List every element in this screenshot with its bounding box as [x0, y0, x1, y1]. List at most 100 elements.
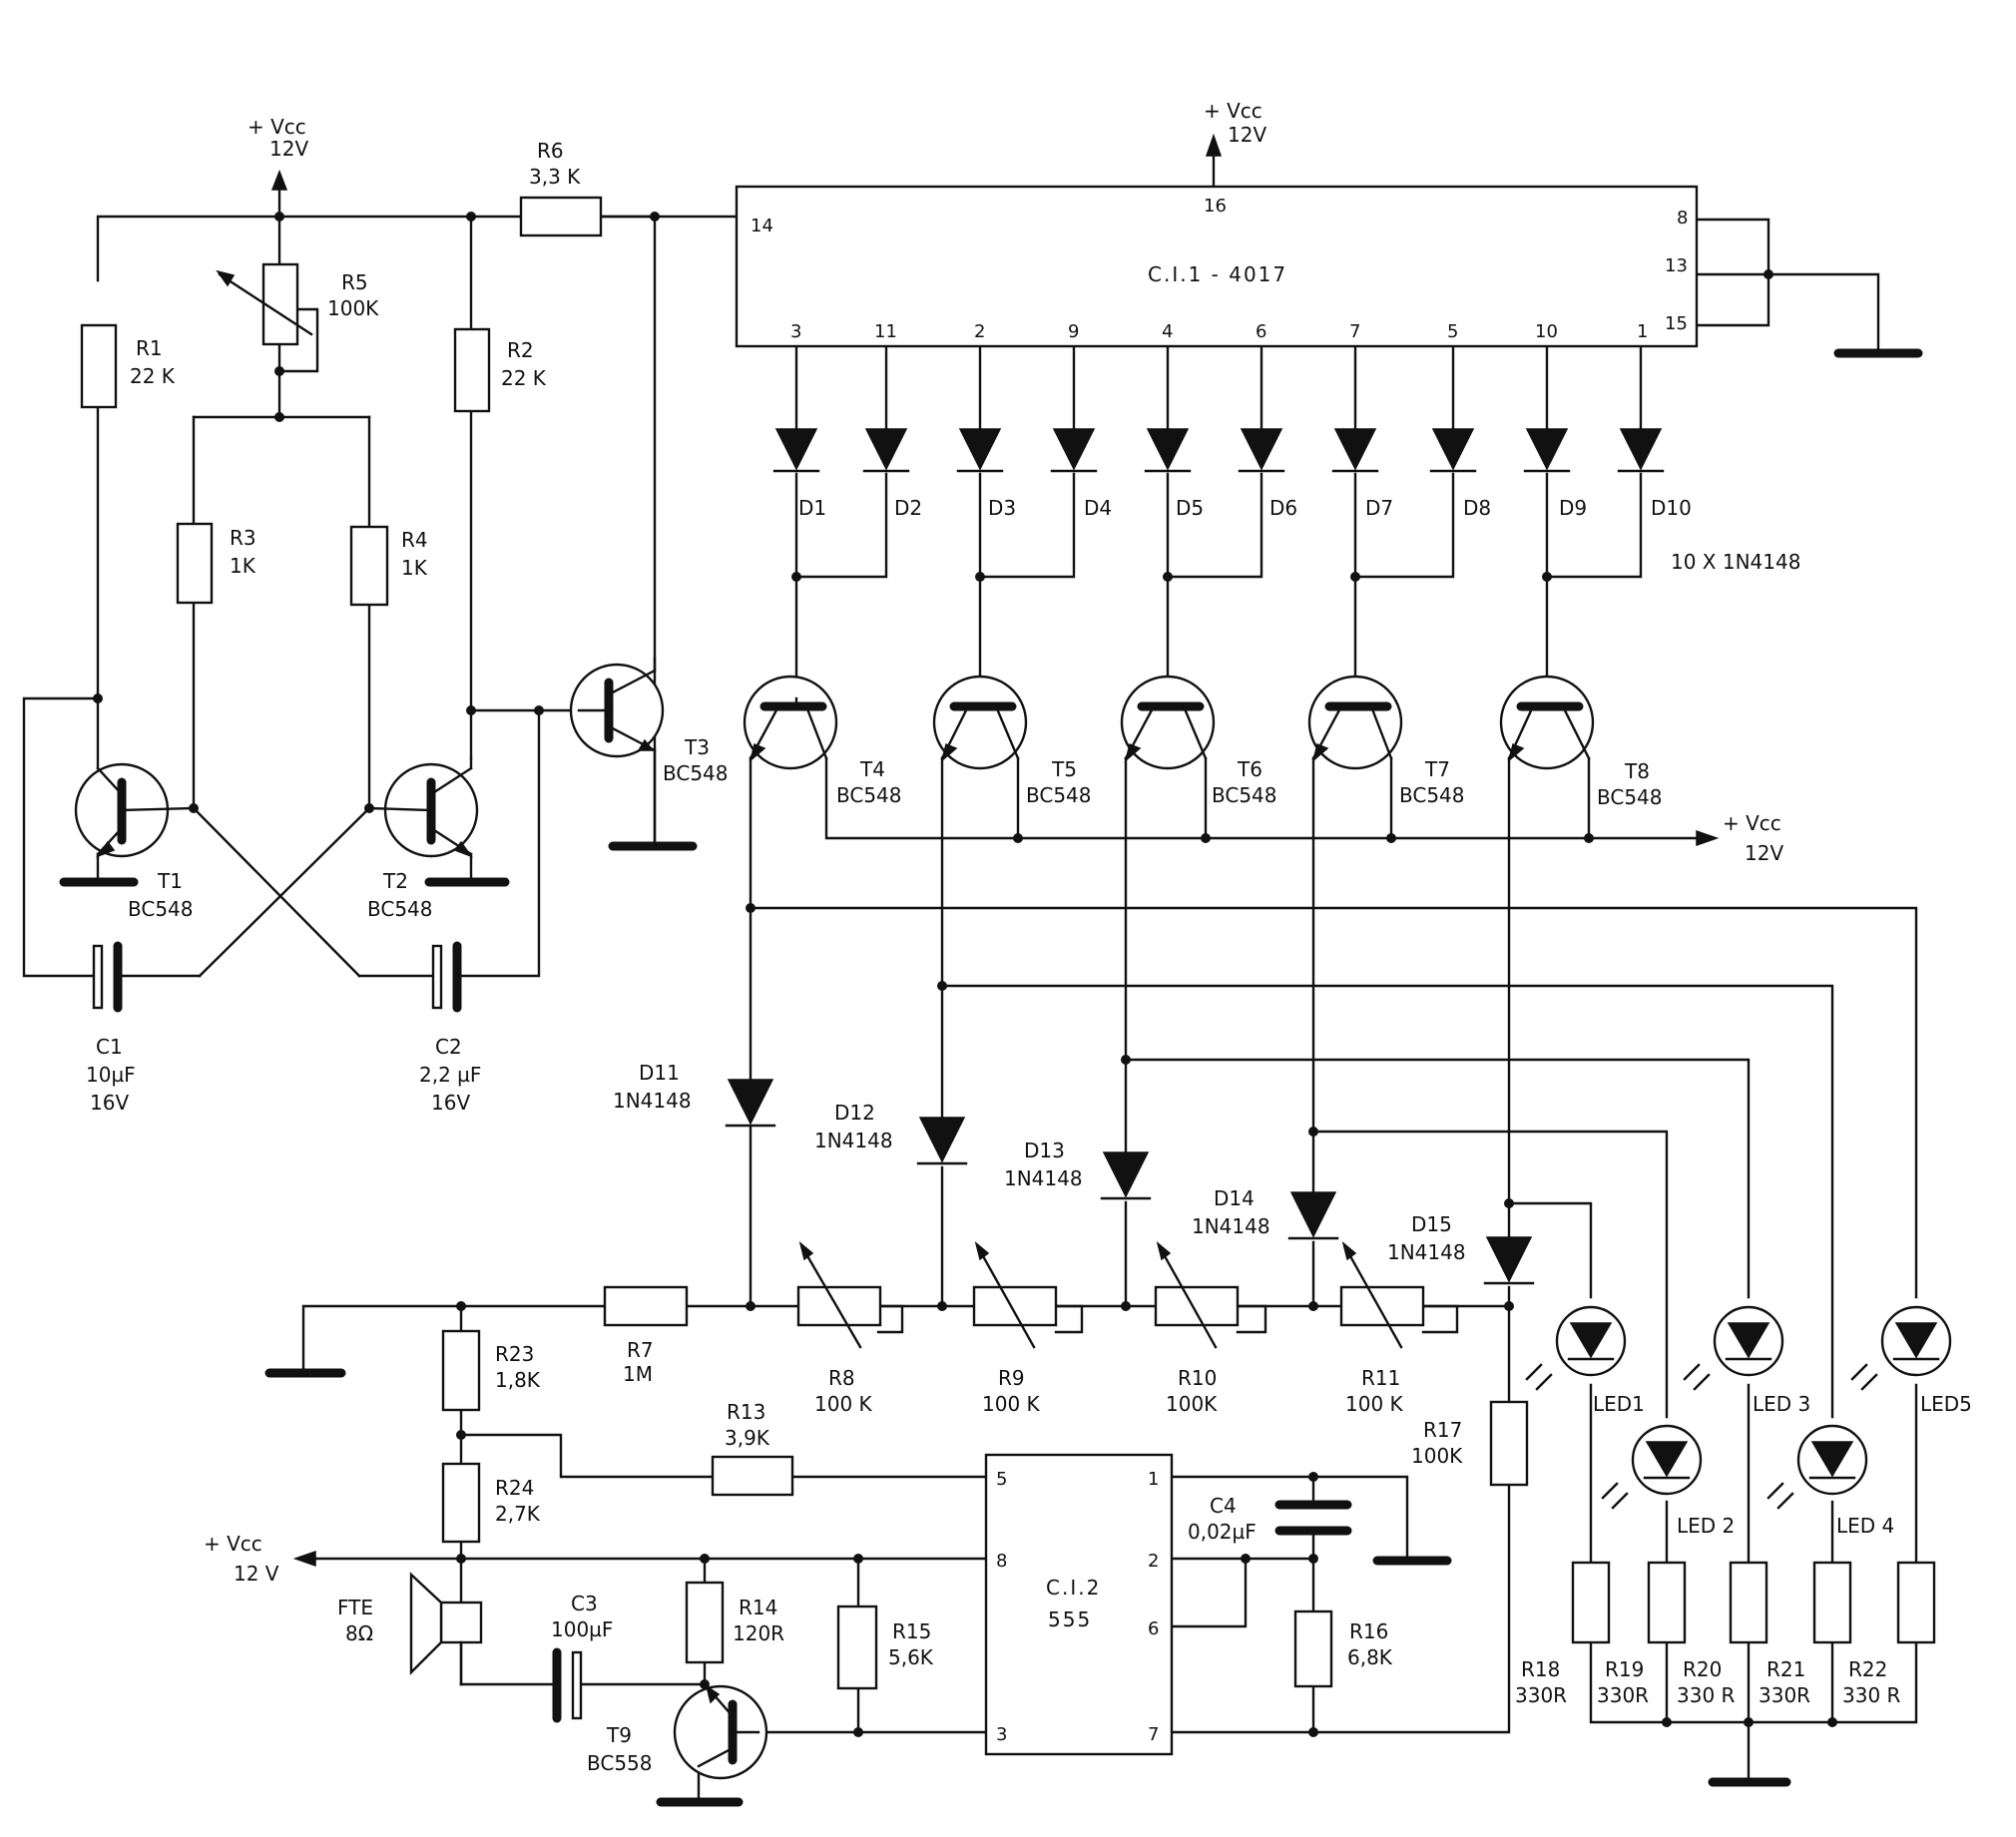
capacitor-c1: [92, 944, 104, 1010]
resistor-r21: [1812, 1561, 1852, 1644]
led-1: [1525, 1305, 1627, 1391]
r3-label: R3: [230, 526, 256, 550]
transistors: [74, 657, 1595, 1780]
vcc-volt: 12V: [1745, 841, 1783, 865]
resistor-r22: [1896, 1561, 1936, 1644]
capacitor-c2: [431, 944, 443, 1010]
d12-label: D12: [834, 1101, 875, 1125]
r4-value: 1K: [401, 556, 428, 580]
c1-value: 10µF: [86, 1063, 136, 1087]
resistor-r9: [972, 1285, 1058, 1327]
d14-type: 1N4148: [1192, 1214, 1270, 1238]
vcc-volt: 12 V: [234, 1562, 279, 1586]
ic1-pin8: 8: [1677, 208, 1688, 229]
led4-label: LED 4: [1836, 1514, 1894, 1538]
d1-label: D1: [798, 496, 826, 520]
d15-type: 1N4148: [1387, 1240, 1466, 1264]
resistor-r17: [1489, 1400, 1529, 1487]
vcc-label: + Vcc: [1723, 811, 1781, 835]
c2-voltage: 16V: [431, 1091, 470, 1115]
r16-label: R16: [1349, 1619, 1388, 1643]
t8-label: T8: [1624, 759, 1650, 783]
ic2-pin5: 5: [996, 1469, 1007, 1490]
c3-label: C3: [571, 1592, 598, 1615]
led-4: [1766, 1424, 1868, 1510]
d10-label: D10: [1651, 496, 1692, 520]
d7-label: D7: [1365, 496, 1393, 520]
vcc-arrows: [270, 133, 1720, 1568]
r19-label: R19: [1605, 1657, 1644, 1681]
transistor-t4: [743, 675, 838, 770]
ic2-pin7: 7: [1148, 1724, 1159, 1745]
r8-value: 100 K: [814, 1392, 873, 1416]
resistor-r1: [80, 323, 118, 409]
c2-value: 2,2 µF: [419, 1063, 481, 1087]
vcc-label: + Vcc: [1204, 99, 1262, 123]
r23-value: 1,8K: [495, 1368, 541, 1392]
led-3: [1683, 1305, 1784, 1391]
vcc-volt: 12V: [269, 137, 308, 161]
d12-type: 1N4148: [814, 1129, 893, 1152]
ic2-555: C.I.2 555 5 8 3 1 2 6 7: [984, 1453, 1174, 1756]
r13-label: R13: [727, 1400, 765, 1424]
resistor-r3: [176, 522, 214, 605]
r6-label: R6: [537, 139, 564, 163]
d11-label: D11: [639, 1061, 680, 1085]
t1-label: T1: [157, 869, 183, 893]
r15-value: 5,6K: [888, 1645, 934, 1669]
t9-type: BC558: [587, 1751, 653, 1775]
diode-type-note: 10 X 1N4148: [1671, 550, 1800, 574]
vcc-volt: 12V: [1228, 123, 1266, 147]
r10-value: 100K: [1166, 1392, 1218, 1416]
transistor-t3: [569, 657, 665, 848]
r9-label: R9: [998, 1366, 1025, 1390]
d6-label: D6: [1269, 496, 1297, 520]
speaker-label: FTE: [337, 1596, 373, 1619]
ic2-pin6: 6: [1148, 1618, 1159, 1639]
speaker-fte: [409, 1572, 483, 1686]
ic2-pin3: 3: [996, 1724, 1007, 1745]
t4-type: BC548: [836, 783, 902, 807]
d13-type: 1N4148: [1004, 1166, 1083, 1190]
resistor-r5: [261, 262, 299, 346]
r6-value: 3,3 K: [529, 165, 581, 189]
r8-label: R8: [828, 1366, 855, 1390]
r14-value: 120R: [733, 1621, 784, 1645]
ic2-pin1: 1: [1148, 1469, 1159, 1490]
r1-value: 22 K: [130, 364, 176, 388]
r4-label: R4: [401, 528, 428, 552]
ic1-pin14: 14: [751, 216, 773, 236]
ic1-out: 3: [790, 321, 801, 342]
d2-label: D2: [894, 496, 922, 520]
transistor-t5: [932, 675, 1028, 770]
ic2-label-1: C.I.2: [1046, 1576, 1101, 1600]
c2-label: C2: [435, 1035, 462, 1059]
diodes-d1-d10: [772, 428, 1665, 473]
r7-value: 1M: [623, 1362, 653, 1386]
t7-label: T7: [1424, 757, 1450, 781]
resistor-r4: [349, 525, 389, 607]
t3-type: BC548: [663, 761, 729, 785]
t5-label: T5: [1051, 757, 1077, 781]
r17-value: 100K: [1411, 1444, 1463, 1468]
r24-label: R24: [495, 1476, 534, 1500]
d3-label: D3: [988, 496, 1016, 520]
r7-label: R7: [627, 1338, 654, 1362]
r16-value: 6,8K: [1347, 1645, 1393, 1669]
ic1-out: 11: [874, 321, 897, 342]
resistor-r6: [519, 196, 603, 237]
r15-label: R15: [892, 1619, 931, 1643]
d4-label: D4: [1084, 496, 1112, 520]
r18-value: 330R: [1515, 1683, 1567, 1707]
led-5: [1850, 1305, 1952, 1391]
ic1-out: 9: [1068, 321, 1079, 342]
r11-value: 100 K: [1345, 1392, 1404, 1416]
speaker-impedance: 8Ω: [345, 1621, 373, 1645]
ic1-out: 6: [1256, 321, 1266, 342]
resistor-r18: [1571, 1561, 1611, 1644]
resistor-r19: [1647, 1561, 1687, 1644]
r3-value: 1K: [230, 554, 256, 578]
led3-label: LED 3: [1753, 1392, 1810, 1416]
t8-type: BC548: [1597, 785, 1663, 809]
